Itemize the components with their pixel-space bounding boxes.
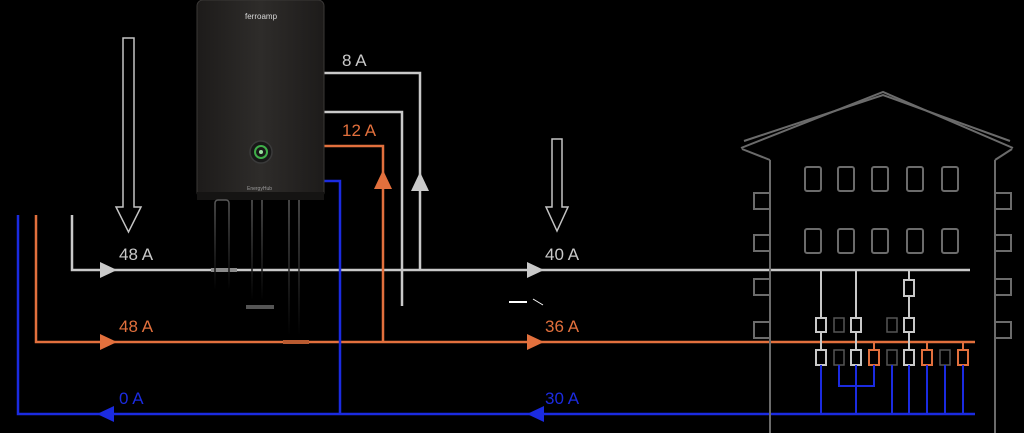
sensor-orange bbox=[283, 340, 309, 344]
orange-arrow-up bbox=[374, 170, 392, 189]
incoming-arrow-left bbox=[114, 37, 143, 234]
gray-arrow-up bbox=[411, 172, 429, 191]
house-distribution-orange bbox=[868, 342, 969, 366]
gray-phase-line bbox=[70, 71, 970, 306]
gray-arrow-out bbox=[527, 262, 544, 278]
house-side-tabs bbox=[753, 192, 1012, 339]
switch-symbol bbox=[509, 298, 544, 306]
orange-top-current: 12 A bbox=[342, 121, 377, 140]
house-distribution-gray bbox=[815, 270, 915, 366]
device-cables bbox=[214, 199, 300, 335]
gray-out-current: 40 A bbox=[545, 245, 580, 264]
incoming-arrow-right bbox=[544, 138, 570, 233]
device-brand: ferroamp bbox=[245, 12, 278, 21]
gray-arrow-in bbox=[100, 262, 117, 278]
blue-arrow-out bbox=[527, 406, 544, 422]
gray-top-current: 8 A bbox=[342, 51, 367, 70]
house-windows bbox=[804, 166, 959, 254]
house-distribution-blue bbox=[820, 365, 964, 414]
house-outline bbox=[740, 90, 1014, 433]
orange-arrow-out bbox=[527, 334, 544, 350]
device-bracket bbox=[246, 305, 274, 309]
energy-hub-device bbox=[196, 0, 325, 200]
gray-in-current: 48 A bbox=[119, 245, 154, 264]
orange-phase-line bbox=[34, 144, 975, 344]
blue-in-current: 0 A bbox=[119, 389, 144, 408]
orange-out-current: 36 A bbox=[545, 317, 580, 336]
orange-in-current: 48 A bbox=[119, 317, 154, 336]
blue-phase-line bbox=[16, 179, 975, 416]
device-model: EnergyHub bbox=[247, 186, 273, 192]
blue-arrow-in bbox=[97, 406, 114, 422]
blue-out-current: 30 A bbox=[545, 389, 580, 408]
orange-arrow-in bbox=[100, 334, 117, 350]
sensor-gray bbox=[211, 268, 237, 272]
